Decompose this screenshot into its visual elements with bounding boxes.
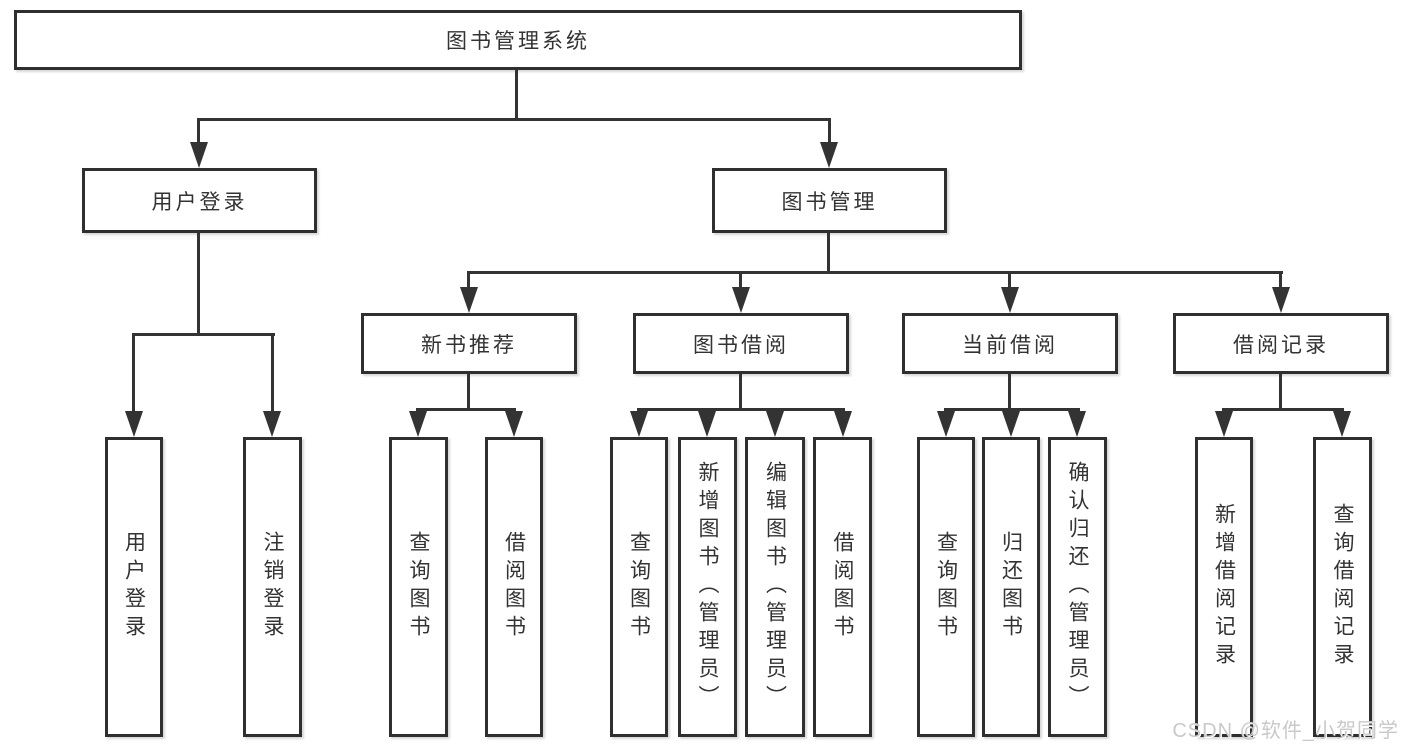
node-label: 新书推荐 <box>421 333 517 357</box>
leaf-edit-books-admin: 编辑图书（管理员） <box>745 437 805 737</box>
arrowhead-to-leaf-return-books <box>1002 411 1020 437</box>
leaf-query-books-borrow: 查询图书 <box>610 437 668 737</box>
node-label: 借阅记录 <box>1233 333 1329 357</box>
arrowhead-to-leaf-user-login <box>125 411 143 437</box>
connector-root-hline <box>197 118 831 121</box>
connector-records-stem <box>1279 374 1282 411</box>
arrowhead-to-leaf-add-books <box>698 411 716 437</box>
connector-current-stem <box>1008 374 1011 411</box>
connector-bookmgmt-drop-2 <box>739 273 742 289</box>
connector-bookmgmt-hline <box>467 271 1283 274</box>
node-borrowing-records: 借阅记录 <box>1173 313 1389 374</box>
leaf-user-login: 用户登录 <box>105 437 163 737</box>
node-user-login: 用户登录 <box>82 168 317 233</box>
arrowhead-to-leaf-borrow-books <box>834 411 852 437</box>
node-label: 图书管理 <box>781 190 878 214</box>
connector-root-drop-right <box>828 120 831 144</box>
leaf-return-books: 归还图书 <box>982 437 1040 737</box>
leaf-label: 借阅图书 <box>831 531 854 643</box>
arrowhead-to-leaf-edit-books <box>766 411 784 437</box>
connector-userlogin-drop-2 <box>271 335 274 413</box>
connector-bookmgmt-drop-4 <box>1279 273 1282 289</box>
leaf-query-borrow-record: 查询借阅记录 <box>1313 437 1372 737</box>
csdn-watermark: CSDN @软件_小贺同学 <box>1172 720 1399 742</box>
node-label: 当前借阅 <box>962 333 1058 357</box>
arrowhead-to-leaf-query-books-borrow <box>630 411 648 437</box>
connector-root-drop-left <box>197 120 200 144</box>
connector-current-hline <box>944 408 1080 411</box>
node-label: 图书管理系统 <box>446 30 590 53</box>
leaf-logout: 注销登录 <box>243 437 302 737</box>
arrowhead-to-user-login <box>190 142 208 168</box>
leaf-label: 用户登录 <box>122 531 146 643</box>
arrowhead-to-leaf-add-borrow-record <box>1215 411 1233 437</box>
arrowhead-to-leaf-query-books-recommend <box>409 411 427 437</box>
leaf-label: 注销登录 <box>261 531 284 643</box>
leaf-confirm-return-admin: 确认归还（管理员） <box>1048 437 1107 737</box>
arrowhead-to-leaf-logout <box>263 411 281 437</box>
leaf-query-books-current: 查询图书 <box>917 437 975 737</box>
leaf-borrow-books: 借阅图书 <box>813 437 872 737</box>
arrowhead-to-book-borrowing <box>732 287 750 313</box>
connector-borrowing-hline <box>637 408 845 411</box>
connector-bookmgmt-stem <box>827 233 830 273</box>
arrowhead-to-book-management <box>820 142 838 168</box>
leaf-borrow-books-recommend: 借阅图书 <box>485 437 543 737</box>
connector-recommend-hline <box>416 408 516 411</box>
connector-borrowing-stem <box>739 374 742 411</box>
node-label: 用户登录 <box>151 190 248 214</box>
connector-recommend-stem <box>467 374 470 411</box>
arrowhead-to-leaf-query-borrow-record <box>1333 411 1351 437</box>
arrowhead-to-leaf-query-books-current <box>937 411 955 437</box>
connector-records-hline <box>1222 408 1344 411</box>
leaf-add-borrow-record: 新增借阅记录 <box>1195 437 1253 737</box>
leaf-label: 查询图书 <box>934 531 958 643</box>
node-label: 图书借阅 <box>693 333 789 357</box>
arrowhead-to-new-book-recommendation <box>460 287 478 313</box>
arrowhead-to-leaf-confirm-return <box>1068 411 1086 437</box>
node-book-management: 图书管理 <box>712 168 947 233</box>
connector-userlogin-drop-1 <box>132 335 135 413</box>
leaf-label: 查询借阅记录 <box>1331 503 1354 671</box>
leaf-add-books-admin: 新增图书（管理员） <box>678 437 737 737</box>
arrowhead-to-leaf-borrow-books-recommend <box>505 411 523 437</box>
node-book-borrowing: 图书借阅 <box>633 313 849 374</box>
connector-bookmgmt-drop-1 <box>467 273 470 289</box>
leaf-label: 确认归还（管理员） <box>1066 461 1089 713</box>
leaf-query-books-recommend: 查询图书 <box>389 437 448 737</box>
leaf-label: 新增借阅记录 <box>1212 503 1236 671</box>
node-current-borrowing: 当前借阅 <box>902 313 1118 374</box>
node-new-book-recommendation: 新书推荐 <box>361 313 577 374</box>
node-library-management-system: 图书管理系统 <box>14 10 1022 70</box>
connector-userlogin-hline <box>132 333 275 336</box>
leaf-label: 归还图书 <box>999 531 1023 643</box>
connector-root-stem <box>515 70 518 120</box>
arrowhead-to-current-borrowing <box>1001 287 1019 313</box>
leaf-label: 编辑图书（管理员） <box>763 461 787 713</box>
leaf-label: 查询图书 <box>627 531 651 643</box>
leaf-label: 新增图书（管理员） <box>696 461 719 713</box>
connector-bookmgmt-drop-3 <box>1008 273 1011 289</box>
arrowhead-to-borrowing-records <box>1272 287 1290 313</box>
leaf-label: 借阅图书 <box>502 531 526 643</box>
leaf-label: 查询图书 <box>407 531 430 643</box>
connector-userlogin-stem <box>197 233 200 335</box>
